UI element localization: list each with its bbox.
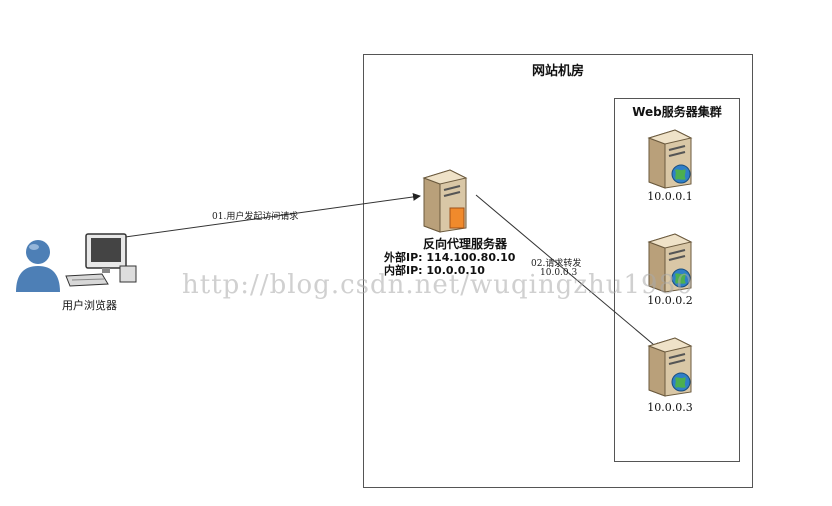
web-cluster-title: Web服务器集群 — [632, 105, 722, 119]
computer-icon — [65, 233, 137, 287]
forward-arrow — [475, 194, 661, 351]
request-arrow — [117, 193, 421, 239]
server-ip-label: 10.0.0.3 — [647, 401, 693, 414]
user-browser-label: 用户浏览器 — [62, 299, 117, 312]
proxy-server-icon — [422, 169, 468, 233]
datacenter-title: 网站机房 — [531, 64, 584, 79]
forward-target-label: 10.0.0.3 — [540, 268, 578, 278]
server-ip-label: 10.0.0.2 — [647, 294, 693, 307]
server-icon — [647, 233, 693, 293]
server-icon — [647, 337, 693, 397]
proxy-external-ip: 外部IP: 114.100.80.10 — [384, 251, 516, 264]
server-icon — [647, 129, 693, 189]
watermark-text: http://blog.csdn.net/wuqingzhu1980 — [182, 270, 694, 300]
forward-edge-label: 02.请求转发 — [531, 259, 582, 269]
proxy-internal-ip: 内部IP: 10.0.0.10 — [384, 264, 485, 277]
server-ip-label: 10.0.0.1 — [647, 190, 693, 203]
person-icon — [16, 240, 60, 292]
proxy-server-name: 反向代理服务器 — [422, 237, 507, 251]
request-edge-label: 01.用户发起访问请求 — [212, 212, 299, 222]
